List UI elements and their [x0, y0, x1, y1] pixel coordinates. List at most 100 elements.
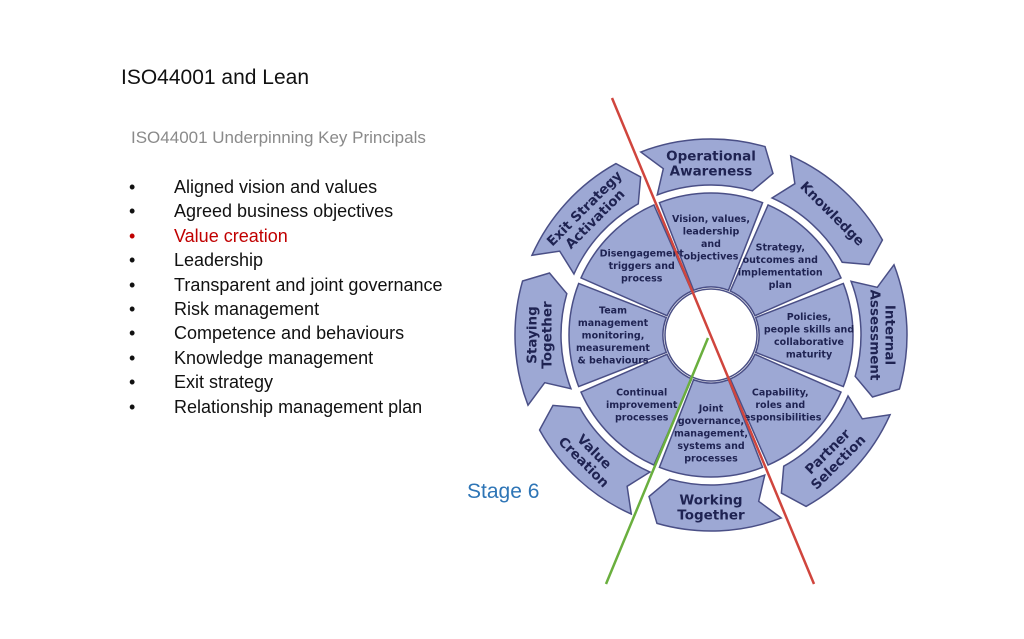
- outer-stage: PartnerSelection: [780, 394, 892, 508]
- principle-item: • Leadership: [129, 248, 443, 272]
- principle-text: Agreed business objectives: [174, 201, 394, 222]
- segment-label-line: objectives: [684, 251, 739, 262]
- segment-label-line: management: [578, 318, 649, 329]
- segment-label-line: people skills and: [764, 324, 854, 335]
- red-divider-line: [610, 97, 816, 585]
- bullet-marker: •: [129, 372, 136, 393]
- bullet-marker: •: [129, 250, 136, 271]
- stage-label: Stage 6: [467, 480, 540, 503]
- segment-shape: [658, 192, 764, 292]
- stage-label-line: Staying: [525, 306, 541, 364]
- segment-shape: [754, 282, 854, 388]
- principle-text: Aligned vision and values: [174, 177, 378, 197]
- principle-item: • Transparent and joint governance: [129, 273, 443, 297]
- bullet-marker: •: [129, 177, 136, 197]
- segment-shape: [579, 203, 693, 317]
- segment-label-line: triggers and: [609, 261, 675, 272]
- stage-arrow-shape: [639, 138, 774, 197]
- stage-label-line: Operational: [666, 149, 756, 165]
- segment-label-line: governance,: [678, 416, 744, 427]
- segment-label-line: processes: [615, 412, 669, 423]
- bullet-marker: •: [129, 347, 136, 368]
- segment-label-line: plan: [769, 280, 792, 291]
- segment-label-line: outcomes and: [743, 255, 818, 266]
- stage-label-line: Working: [679, 493, 742, 509]
- segment-label-line: Strategy,: [756, 242, 805, 253]
- segment-shape: [729, 203, 843, 317]
- stage-label-line: Assessment: [867, 289, 883, 381]
- segment-label-line: collaborative: [774, 337, 844, 348]
- principle-item: • Competence and behaviours: [129, 321, 443, 345]
- principle-item: • Exit strategy: [129, 370, 443, 394]
- stage-label: StayingTogether: [525, 301, 556, 369]
- outer-stage: InternalAssessment: [849, 263, 908, 398]
- segment-label-line: measurement: [576, 343, 650, 354]
- principle-text: Exit strategy: [174, 372, 274, 393]
- outer-stage: StayingTogether: [514, 272, 573, 407]
- stage-label-line: Together: [677, 508, 745, 524]
- bullet-marker: •: [129, 396, 136, 417]
- bullet-marker: •: [129, 299, 136, 320]
- principle-text: Leadership: [174, 250, 264, 271]
- principle-item: • Knowledge management: [129, 346, 443, 370]
- principle-text: Competence and behaviours: [174, 323, 405, 344]
- principle-text: Value creation: [174, 225, 288, 246]
- stage-arrow-shape: [849, 263, 908, 398]
- segment-shape: [658, 378, 764, 478]
- segment-label-line: leadership: [683, 226, 740, 237]
- stage-arrow-shape: [780, 394, 892, 508]
- bullet-marker: •: [129, 274, 136, 295]
- segment-label-line: Capability,: [752, 387, 809, 398]
- segment-label-line: management,: [674, 429, 748, 440]
- stage-arrow-shape: [538, 404, 652, 516]
- segment-shape: [729, 353, 843, 467]
- principles-list: •Aligned vision and values•Agreed busine…: [129, 175, 443, 419]
- principle-text: Transparent and joint governance: [174, 274, 443, 295]
- stage-label-line: Together: [540, 301, 556, 369]
- bullet-marker: •: [129, 225, 136, 246]
- stage-label-line: Internal: [882, 305, 898, 365]
- bullet-marker: •: [129, 323, 136, 344]
- stage-arrow-shape: [770, 154, 884, 266]
- segment-label-line: systems and: [677, 441, 744, 452]
- principle-item: • Relationship management plan: [129, 395, 443, 419]
- stage-arrow-shape: [530, 162, 642, 276]
- segment-label-line: monitoring,: [582, 331, 645, 342]
- segment-shape: [568, 282, 668, 388]
- green-divider-line: [604, 337, 710, 585]
- segment-label-line: & behaviours: [577, 356, 648, 367]
- principle-item: • Aligned vision and values: [129, 175, 443, 199]
- principle-item: •Agreed business objectives: [129, 199, 443, 223]
- principle-text: Knowledge management: [174, 347, 374, 368]
- segment-label-line: process: [621, 274, 663, 285]
- principle-text: Relationship management plan: [174, 396, 423, 417]
- segment-label-line: improvement: [606, 400, 678, 411]
- principle-item: • Value creation: [129, 224, 443, 248]
- principle-text: Risk management: [174, 299, 320, 320]
- segment-label-line: Continual: [616, 387, 667, 398]
- stage-arrow-shape: [648, 473, 783, 532]
- segment-shape: [579, 353, 693, 467]
- segment-label-line: and: [701, 239, 721, 250]
- principle-item: • Risk management: [129, 297, 443, 321]
- slide-subtitle: ISO44001 Underpinning Key Principals: [131, 128, 426, 147]
- segment-label-line: Joint: [698, 404, 724, 415]
